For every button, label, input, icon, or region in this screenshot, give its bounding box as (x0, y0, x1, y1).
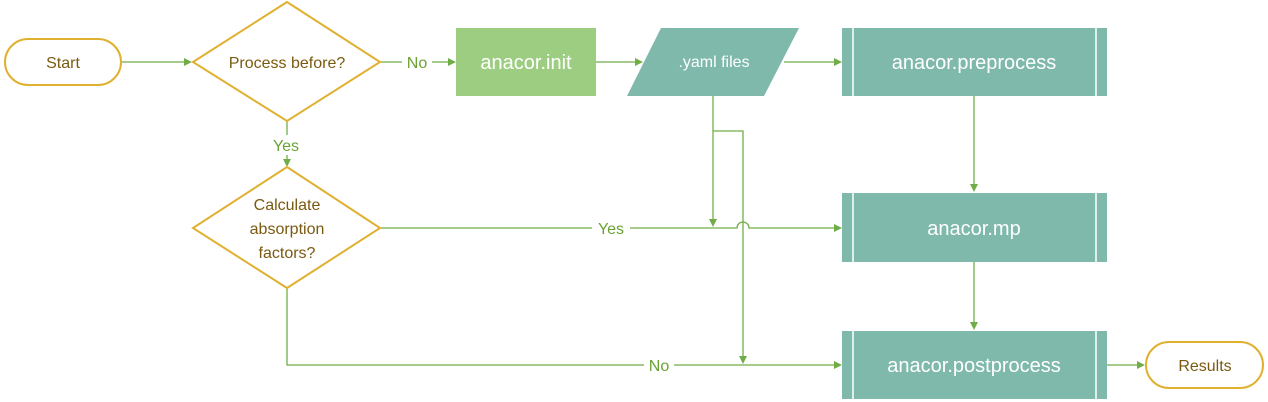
edge-label-process-yes: Yes (273, 138, 299, 155)
edge-calc-to-mp (380, 221, 836, 229)
arrowhead (970, 184, 978, 192)
calc-label-line1: Calculate (254, 197, 321, 214)
results-label: Results (1178, 358, 1231, 375)
postprocess-node: anacor.postprocess (842, 331, 1107, 399)
process-before-label: Process before? (229, 55, 346, 72)
calc-absorption-decision: Calculate absorption factors? (191, 165, 382, 290)
arrowhead (834, 361, 842, 369)
arrowhead (635, 58, 643, 66)
preprocess-node: anacor.preprocess (842, 28, 1107, 96)
arrowhead (448, 58, 456, 66)
init-node: anacor.init (456, 28, 596, 96)
calc-label-line2: absorption (250, 221, 325, 238)
results-node: Results (1145, 341, 1264, 389)
yaml-files-label: .yaml files (678, 54, 749, 71)
arrowhead (834, 58, 842, 66)
edge-label-calc-no: No (649, 358, 670, 375)
mp-node: anacor.mp (842, 193, 1107, 262)
start-label: Start (46, 55, 80, 72)
edge-label-calc-yes: Yes (598, 221, 624, 238)
connectors (121, 58, 1145, 369)
postprocess-label: anacor.postprocess (887, 355, 1060, 377)
edge-calc-to-postprocess (286, 288, 836, 366)
yaml-files-node: .yaml files (627, 28, 799, 96)
start-node: Start (4, 38, 122, 86)
arrowhead (739, 356, 747, 364)
arrowhead (970, 322, 978, 330)
mp-label: anacor.mp (927, 218, 1020, 240)
edge-labels: No Yes Yes No (268, 52, 674, 375)
arrowhead (1137, 361, 1145, 369)
arrowhead (834, 224, 842, 232)
arrowhead (283, 159, 291, 167)
preprocess-label: anacor.preprocess (892, 52, 1057, 74)
arrowhead (184, 58, 192, 66)
arrowhead (709, 219, 717, 227)
edge-yaml-to-postprocess (713, 130, 744, 358)
edge-label-process-no: No (407, 55, 428, 72)
calc-label-line3: factors? (259, 245, 316, 262)
process-before-decision: Process before? (191, 0, 382, 123)
init-label: anacor.init (480, 52, 572, 74)
